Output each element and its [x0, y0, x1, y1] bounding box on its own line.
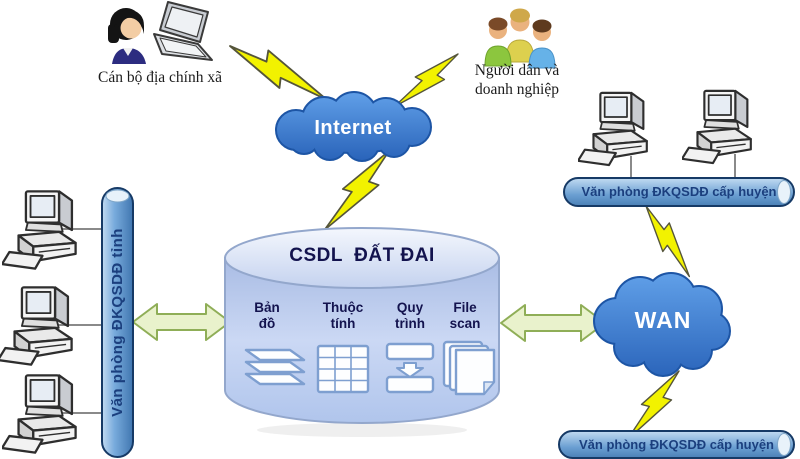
- double-arrow-left: [132, 303, 231, 341]
- officer-label: Cán bộ địa chính xã: [98, 69, 222, 86]
- citizens-group-icon: [484, 8, 556, 69]
- officer-avatar-icon: [108, 8, 146, 64]
- district-office-label-bottom: Văn phòng ĐKQSDĐ cấp huyện: [578, 437, 774, 452]
- internet-cloud-label: Internet: [314, 117, 392, 139]
- component-label-line: scan: [449, 316, 481, 331]
- component-label-line: đồ: [258, 316, 276, 331]
- desktop-computer-icon: [578, 91, 648, 167]
- laptop-icon: [153, 1, 213, 61]
- district-office-bar-top: [563, 177, 795, 207]
- db-component-workflow: Quy trình: [372, 300, 448, 332]
- province-office-bar: [101, 187, 134, 458]
- citizens-label-line1: Người dân và: [474, 62, 560, 79]
- desktop-computer-icon: [682, 89, 752, 165]
- scanned-files-icon: [442, 340, 496, 396]
- component-label-line: Quy: [396, 300, 424, 315]
- db-component-filescan: File scan: [427, 300, 503, 332]
- cylinder-cap: [105, 189, 130, 203]
- internet-cloud-icon: [275, 91, 432, 162]
- province-office-label-text: Văn phòng ĐKQSDĐ tỉnh: [109, 228, 127, 417]
- land-database-cylinder: [224, 227, 500, 437]
- cylinder-cap: [777, 433, 791, 456]
- database-title: CSDL ĐẤT ĐAI: [289, 245, 435, 266]
- district-office-label-top: Văn phòng ĐKQSDĐ cấp huyện: [581, 184, 777, 199]
- shadow: [257, 423, 467, 437]
- cylinder-top: [224, 227, 500, 289]
- map-layers-icon: [244, 348, 306, 386]
- province-office-label: Văn phòng ĐKQSDĐ tỉnh: [102, 188, 133, 457]
- attribute-table-icon: [316, 344, 370, 394]
- wan-cloud-icon: [593, 272, 731, 377]
- wan-cloud-label: WAN: [634, 307, 692, 333]
- component-label-line: File: [453, 300, 477, 315]
- component-label-line: Bản: [254, 300, 280, 315]
- citizens-label-line2: doanh nghiệp: [475, 81, 559, 99]
- workflow-icon: [385, 342, 435, 394]
- lightning-bolt-district-wan: [639, 199, 697, 283]
- cylinder-cap: [777, 180, 791, 204]
- citizens-label: Người dân và doanh nghiệp: [452, 61, 582, 100]
- component-label-line: trình: [395, 316, 425, 331]
- db-component-attributes: Thuộc tính: [305, 300, 381, 332]
- db-component-map: Bản đồ: [229, 300, 305, 332]
- component-label-line: Thuộc: [322, 300, 364, 315]
- double-arrow-right: [500, 304, 606, 342]
- component-label-line: tính: [330, 316, 356, 331]
- district-office-bar-bottom: [558, 430, 795, 459]
